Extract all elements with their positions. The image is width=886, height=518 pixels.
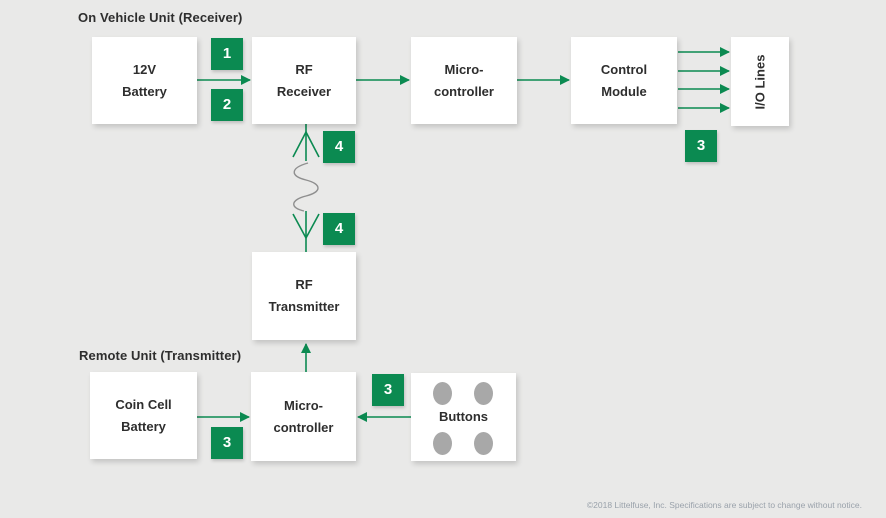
block-12v-battery-line2: Battery [122,83,167,99]
wireless-down-arrowhead [292,213,320,240]
block-microcontroller-top: Micro- controller [411,37,517,124]
step-badge-1: 1 [211,38,243,70]
block-microcontroller-bottom-line2: controller [273,419,334,435]
block-control-module-line1: Control [600,61,648,77]
block-coin-cell-battery-line2: Battery [121,418,166,434]
block-microcontroller-bottom: Micro- controller [251,372,356,461]
block-rf-transmitter-line2: Transmitter [268,299,340,314]
block-rf-transmitter: RF Transmitter [252,252,356,340]
block-coin-cell-battery: Coin Cell Battery [90,372,197,459]
button-oval-bottom-left [433,432,452,455]
block-io-lines-label: I/O Lines [752,54,767,109]
block-rf-receiver-line2: Receiver [276,83,332,99]
step-badge-3-coin-cell: 3 [211,427,243,459]
copyright-notice: ©2018 Littelfuse, Inc. Specifications ar… [586,500,862,510]
block-coin-cell-battery-line1: Coin Cell [115,396,172,412]
antenna-squiggle-icon [293,162,319,212]
block-12v-battery: 12V Battery [92,37,197,124]
step-badge-3-io-lines: 3 [685,130,717,162]
step-badge-2: 2 [211,89,243,121]
block-rf-transmitter-line1: RF [295,277,313,292]
block-microcontroller-top-line1: Micro- [444,61,484,77]
block-microcontroller-top-line2: controller [434,83,494,99]
section-label-receiver: On Vehicle Unit (Receiver) [78,10,243,25]
wireless-up-arrowhead [292,130,320,158]
block-rf-receiver-line1: RF [295,61,313,77]
block-12v-battery-line1: 12V [132,61,157,77]
block-rf-receiver: RF Receiver [252,37,356,124]
step-badge-4-down: 4 [323,213,355,245]
block-io-lines: I/O Lines [731,37,789,126]
button-oval-bottom-right [474,432,493,455]
block-buttons: Buttons [411,373,516,461]
block-control-module: Control Module [571,37,677,124]
step-badge-3-buttons: 3 [372,374,404,406]
block-microcontroller-bottom-line1: Micro- [284,397,323,413]
step-badge-4-up: 4 [323,131,355,163]
button-oval-top-left [433,382,452,405]
block-control-module-line2: Module [601,83,647,99]
button-oval-top-right [474,382,493,405]
section-label-transmitter: Remote Unit (Transmitter) [79,348,242,363]
block-buttons-label: Buttons [438,409,489,424]
